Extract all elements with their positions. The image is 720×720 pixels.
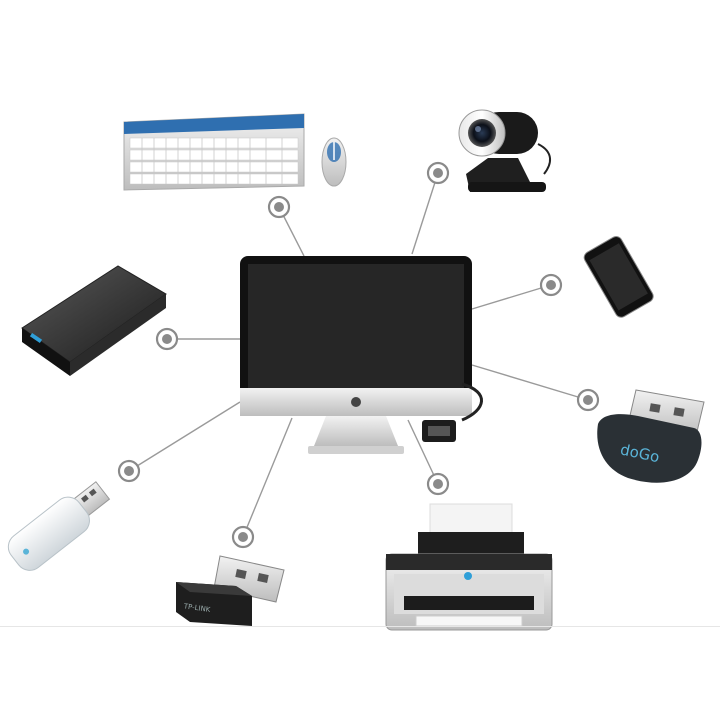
smartphone-icon xyxy=(583,236,654,318)
keyboard-mouse-icon xyxy=(123,113,347,191)
link-wifi xyxy=(242,417,293,538)
node-keyboard xyxy=(267,195,291,219)
monitor-icon xyxy=(240,256,483,454)
link-usb xyxy=(128,401,241,472)
connection-nodes xyxy=(117,161,600,549)
printer-icon xyxy=(385,503,553,631)
link-bluetooth xyxy=(471,364,589,401)
connection-lines xyxy=(128,172,589,538)
usb-flash-drive-icon xyxy=(7,481,111,571)
node-wifi xyxy=(231,525,255,549)
node-smartphone xyxy=(539,273,563,297)
node-bluetooth xyxy=(576,388,600,412)
wifi-brand-label: TP-LINK xyxy=(182,602,211,614)
bottom-divider xyxy=(0,626,720,627)
node-webcam xyxy=(426,161,450,185)
wifi-adapter-icon: TP-LINK xyxy=(176,555,285,626)
node-hdd xyxy=(155,327,179,351)
node-printer xyxy=(426,472,450,496)
external-hard-drive-icon xyxy=(21,265,167,376)
bluetooth-dongle-icon: doGo xyxy=(597,389,705,483)
link-smartphone xyxy=(471,284,552,310)
webcam-icon xyxy=(458,109,551,192)
node-usb xyxy=(117,459,141,483)
link-webcam xyxy=(411,172,439,255)
link-printer xyxy=(407,419,439,485)
